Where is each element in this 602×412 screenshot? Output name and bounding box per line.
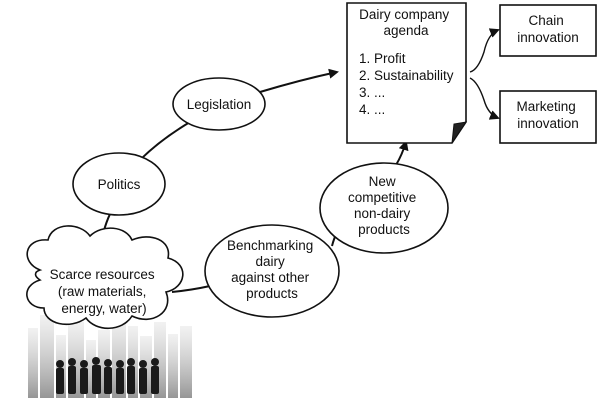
svg-text:Legislation: Legislation bbox=[187, 97, 252, 112]
chain-innovation-box bbox=[499, 4, 597, 57]
benchmarking-line-3: against other bbox=[231, 270, 310, 285]
new-competitive-line-2: competitive bbox=[348, 190, 416, 205]
marketing-innovation-line-2: innovation bbox=[517, 116, 579, 131]
legislation-label: Legislation bbox=[187, 97, 252, 112]
agenda-item-1: 1. Profit bbox=[359, 51, 406, 66]
cloud-shape bbox=[26, 225, 184, 330]
chain-innovation-line-2: innovation bbox=[517, 30, 579, 45]
arrow-agenda-to-chain bbox=[469, 28, 500, 73]
agenda-title-line-2: agenda bbox=[383, 23, 429, 38]
svg-text:Politics: Politics bbox=[98, 177, 141, 192]
node-benchmarking: Benchmarking dairy against other product… bbox=[204, 224, 340, 318]
svg-text:New competitive no: New competitive non-dairy products bbox=[348, 174, 420, 237]
node-new-competitive: New competitive non-dairy products bbox=[319, 162, 449, 254]
svg-text:Dairy company agenda: Dairy company agenda bbox=[359, 7, 453, 38]
legislation-ellipse bbox=[172, 77, 266, 131]
agenda-note-fold bbox=[451, 121, 468, 144]
scarce-resources-line-3: energy, water) bbox=[61, 301, 146, 316]
benchmarking-line-2: dairy bbox=[255, 254, 285, 269]
people-silhouettes-image bbox=[56, 357, 159, 394]
svg-text:Benchmarking dairy: Benchmarking dairy against other product… bbox=[227, 238, 317, 301]
svg-text:Marketing innovation: Marketing innovation bbox=[516, 99, 579, 131]
svg-text:Chain innovation: Chain innovation bbox=[517, 13, 579, 45]
node-chain-innovation: Chain innovation bbox=[499, 4, 597, 57]
agenda-item-4: 4. ... bbox=[359, 102, 385, 117]
new-competitive-line-3: non-dairy bbox=[354, 206, 411, 221]
new-competitive-ellipse bbox=[319, 162, 449, 254]
arrow-legislation-to-agenda bbox=[259, 68, 339, 93]
marketing-innovation-box bbox=[499, 90, 597, 144]
benchmarking-ellipse bbox=[204, 224, 340, 318]
benchmarking-line-1: Benchmarking bbox=[227, 238, 313, 253]
new-competitive-line-1: New bbox=[369, 174, 396, 189]
node-marketing-innovation: Marketing innovation bbox=[499, 90, 597, 144]
svg-text:1. Profit 2. Sustainab: 1. Profit 2. Sustainability 3. ... 4. ..… bbox=[359, 51, 457, 117]
arrow-agenda-to-marketing bbox=[469, 77, 500, 120]
agenda-title-line-1: Dairy company bbox=[359, 7, 449, 22]
marketing-innovation-line-1: Marketing bbox=[516, 99, 575, 114]
benchmarking-line-4: products bbox=[246, 286, 298, 301]
connector-politics-to-legislation bbox=[139, 121, 191, 161]
arrow-newcompetitive-to-agenda bbox=[395, 140, 409, 166]
scarce-resources-line-1: Scarce resources bbox=[50, 267, 155, 282]
politics-ellipse bbox=[72, 152, 166, 216]
node-dairy-company-agenda: Dairy company agenda 1. Profit 2. Sustai… bbox=[346, 2, 468, 144]
node-politics: Politics bbox=[72, 152, 166, 216]
node-legislation: Legislation bbox=[172, 77, 266, 131]
node-scarce-resources: Scarce resources (raw materials, energy,… bbox=[26, 225, 184, 330]
politics-label: Politics bbox=[98, 177, 141, 192]
agenda-item-2: 2. Sustainability bbox=[359, 68, 454, 83]
svg-text:Scarce resources (raw ma: Scarce resources (raw materials, energy,… bbox=[50, 267, 159, 316]
new-competitive-line-4: products bbox=[358, 222, 410, 237]
connector-scarce-to-benchmarking bbox=[171, 285, 211, 293]
chain-innovation-line-1: Chain bbox=[528, 13, 563, 28]
agenda-item-3: 3. ... bbox=[359, 85, 385, 100]
scarce-resources-line-2: (raw materials, bbox=[58, 284, 147, 299]
